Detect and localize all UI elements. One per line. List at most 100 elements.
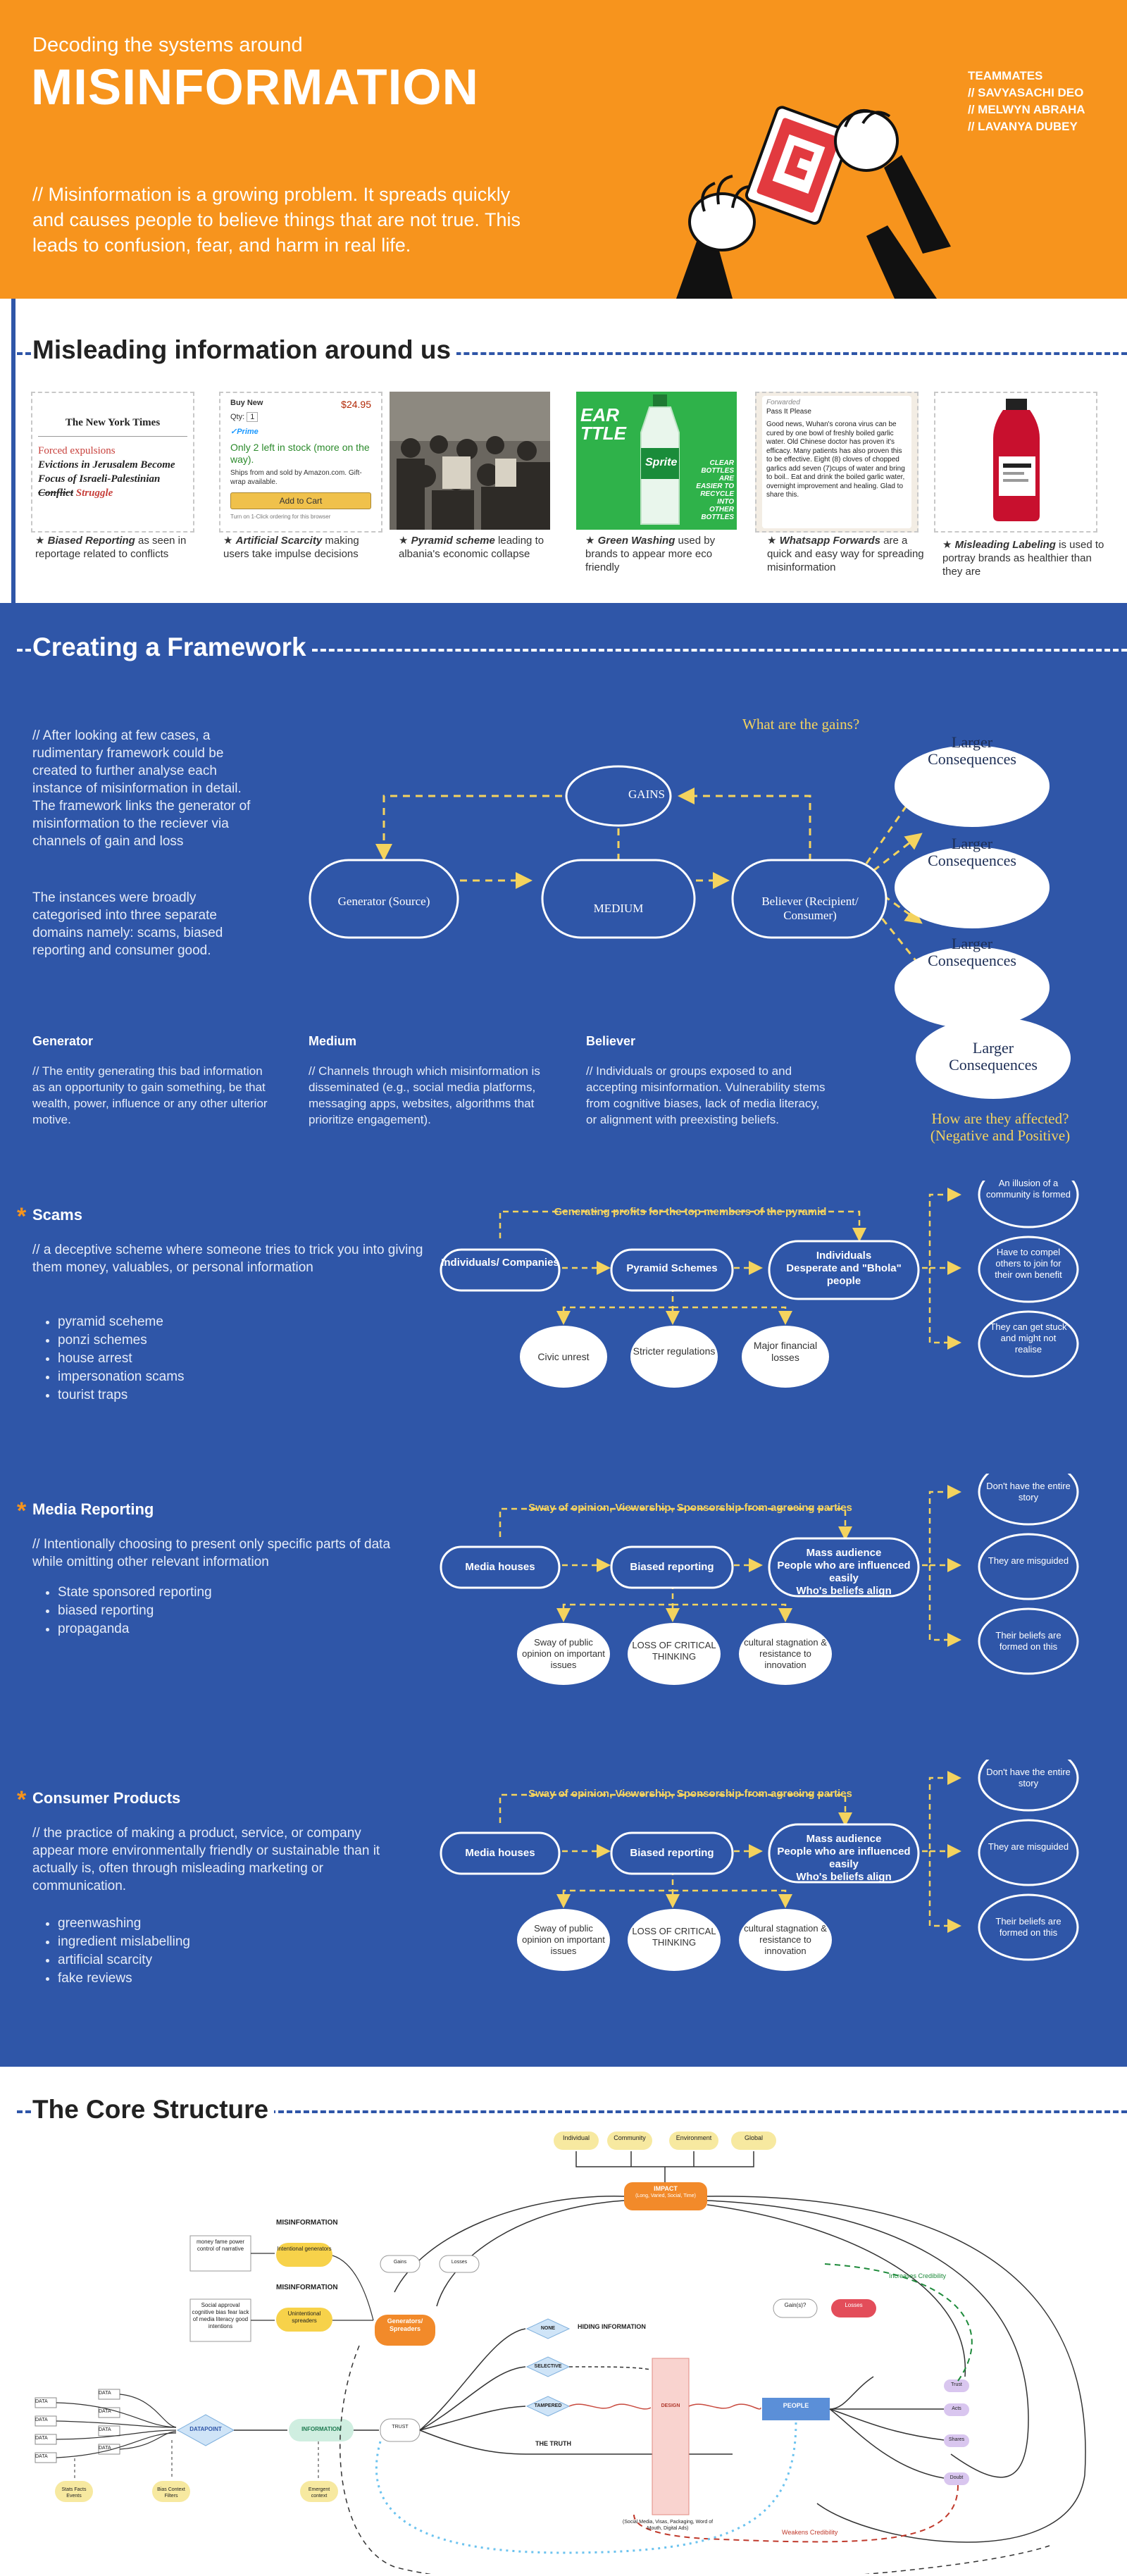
effect-label: Their beliefs are formed on this — [995, 1630, 1061, 1652]
design-node: DESIGN — [661, 2403, 680, 2408]
generator-pill: Unintentional spreaders — [287, 2310, 321, 2324]
truth-label: THE TRUTH — [535, 2440, 571, 2447]
star-icon: * — [17, 1203, 27, 1230]
impact-tag: Environment — [675, 2134, 712, 2141]
impact-tag: Global — [744, 2134, 763, 2141]
scams-diagram — [440, 1181, 1079, 1388]
framework-intro: // After looking at few cases, a rudimen… — [32, 728, 251, 849]
node-label: Biased reporting — [630, 1561, 714, 1573]
outcome-label: Stricter regulations — [633, 1345, 716, 1357]
section-divider — [17, 352, 1127, 355]
outcome-label: Major financial losses — [753, 1340, 818, 1363]
data-node: DATA — [99, 2391, 111, 2396]
scams-desc: // a deceptive scheme where someone trie… — [32, 1243, 423, 1275]
card-caption: ★ Biased Reporting as seen in reportage … — [35, 535, 187, 560]
node-label: Pyramid Schemes — [626, 1262, 718, 1274]
consumer-desc: // the practice of making a product, ser… — [32, 1826, 380, 1893]
datapoint-node: DATAPOINT — [189, 2426, 222, 2432]
misinfo-label: MISINFORMATION — [276, 2219, 338, 2227]
sold-by: Ships from and sold by Amazon.com. Gift-… — [230, 469, 362, 486]
media-desc: // Intentionally choosing to present onl… — [32, 1537, 391, 1569]
stock-note: Only 2 left in stock (more on the way). — [230, 442, 370, 465]
outcome-pill: Acts — [952, 2406, 961, 2411]
outcome-pill: Shares — [948, 2437, 965, 2442]
nyt-masthead: The New York Times — [65, 417, 161, 428]
card-caption: ★ Artificial Scarcity making users take … — [223, 535, 359, 560]
impact-tag: Individual — [562, 2134, 590, 2141]
crowd-photo — [390, 392, 550, 530]
bottom-tag: Emergent context — [308, 2487, 330, 2499]
people-node: PEOPLE — [783, 2402, 809, 2409]
consequence-ellipse — [916, 1017, 1071, 1099]
design-sub: (Social Media, Visas, Packaging, Word of… — [622, 2520, 714, 2531]
impact-sub: (Long, Varied, Social, Time) — [635, 2194, 696, 2198]
consumer-top-label: Sway of opinion, Viewership, Sponsorship… — [528, 1788, 852, 1800]
motive-box: Social approval cognitive bias fear lack… — [192, 2302, 249, 2329]
one-click-note: Turn on 1-Click ordering for this browse… — [230, 514, 331, 520]
sprite-bottle — [640, 394, 680, 525]
nyt-card: The New York Times Forced expulsions Evi… — [31, 392, 194, 533]
framework-title: Creating a Framework — [32, 633, 312, 662]
card-caption: ★ Pyramid scheme leading to albania's ec… — [399, 535, 544, 560]
data-node: DATA — [35, 2399, 48, 2404]
definition-generator: Generator // The entity generating this … — [32, 1034, 268, 1126]
wa-line: Pass It Please — [766, 407, 811, 416]
outcome-label: cultural stagnation & resistance to inno… — [744, 1637, 827, 1670]
medium-label: MEDIUM — [593, 902, 644, 915]
nyt-correction: Struggle — [73, 487, 113, 499]
add-to-cart-button[interactable]: Add to Cart — [230, 492, 371, 509]
outcome-pill: Trust — [951, 2382, 962, 2387]
method-node: TAMPERED — [534, 2403, 562, 2408]
sprite-brand: Sprite — [645, 456, 678, 468]
hands-illustration — [676, 106, 951, 299]
framework-diagram — [309, 745, 1050, 1028]
larger-consequences: Larger Consequences — [928, 835, 1016, 869]
media-diagram — [440, 1474, 1079, 1685]
small-pill: Losses — [451, 2260, 468, 2265]
data-node: DATA — [99, 2409, 111, 2414]
motive-box: money fame power control of narrative — [196, 2239, 245, 2252]
outcome-label: Civic unrest — [537, 1351, 590, 1362]
left-rail — [11, 299, 15, 603]
media-heading: Media Reporting — [32, 1500, 154, 1518]
header-kicker: Decoding the systems around — [32, 34, 303, 56]
effect-label: Their beliefs are formed on this — [995, 1916, 1061, 1938]
impact-node: IMPACT — [654, 2185, 678, 2192]
scams-list: pyramid scehemeponzi schemeshouse arrest… — [31, 1313, 185, 1405]
believer-node — [731, 859, 888, 939]
wa-message: Good news, Wuhan's corona virus can be c… — [766, 421, 905, 499]
losses-pill: Losses — [845, 2302, 863, 2308]
node-label: Biased reporting — [630, 1847, 714, 1859]
outcome-label: cultural stagnation & resistance to inno… — [744, 1923, 827, 1956]
section-divider — [17, 2110, 1127, 2113]
outcome-pill: Doubt — [949, 2475, 964, 2480]
bottom-tag: Stats Facts Events — [61, 2487, 87, 2499]
qty-select[interactable]: 1 — [247, 412, 259, 422]
consumer-heading: Consumer Products — [32, 1789, 181, 1807]
misinfo-label: MISINFORMATION — [276, 2284, 338, 2291]
core-title: The Core Structure — [32, 2095, 275, 2124]
effect-label: An illusion of a community is formed — [986, 1178, 1071, 1200]
small-pill: Gains — [393, 2260, 407, 2265]
nyt-struck: Conflict — [38, 487, 74, 499]
effect-label: They are misguided — [988, 1555, 1069, 1566]
sprite-claim: CLEAR BOTTLES ARE EASIER TO RECYCLE INTO… — [696, 459, 734, 521]
definition-medium: Medium // Channels through which misinfo… — [309, 1034, 540, 1126]
forwarded-label: Forwarded — [766, 399, 800, 406]
core-section: The Core Structure — [0, 2067, 1127, 2576]
media-top-label: Sway of opinion, Viewership, Sponsorship… — [528, 1502, 852, 1514]
increases-credibility: Increases Credibility — [889, 2272, 947, 2279]
node-label: Media houses — [465, 1847, 535, 1859]
effect-label: They can get stuck and might not realise — [990, 1321, 1067, 1355]
believer-label: Believer (Recipient/ Consumer) — [761, 895, 859, 922]
generator-pill: Intentional generators — [277, 2246, 332, 2252]
team-member: // MELWYN ABRAHA — [968, 103, 1085, 116]
team-member: // LAVANYA DUBEY — [968, 120, 1078, 133]
team-label: TEAMMATES — [968, 69, 1043, 82]
data-node: DATA — [35, 2418, 48, 2422]
misleading-title: Misleading information around us — [32, 335, 457, 365]
card-caption: ★ Whatsapp Forwards are a quick and easy… — [767, 535, 924, 573]
method-node: SELECTIVE — [534, 2364, 562, 2369]
header-intro: // Misinformation is a growing problem. … — [32, 184, 521, 256]
